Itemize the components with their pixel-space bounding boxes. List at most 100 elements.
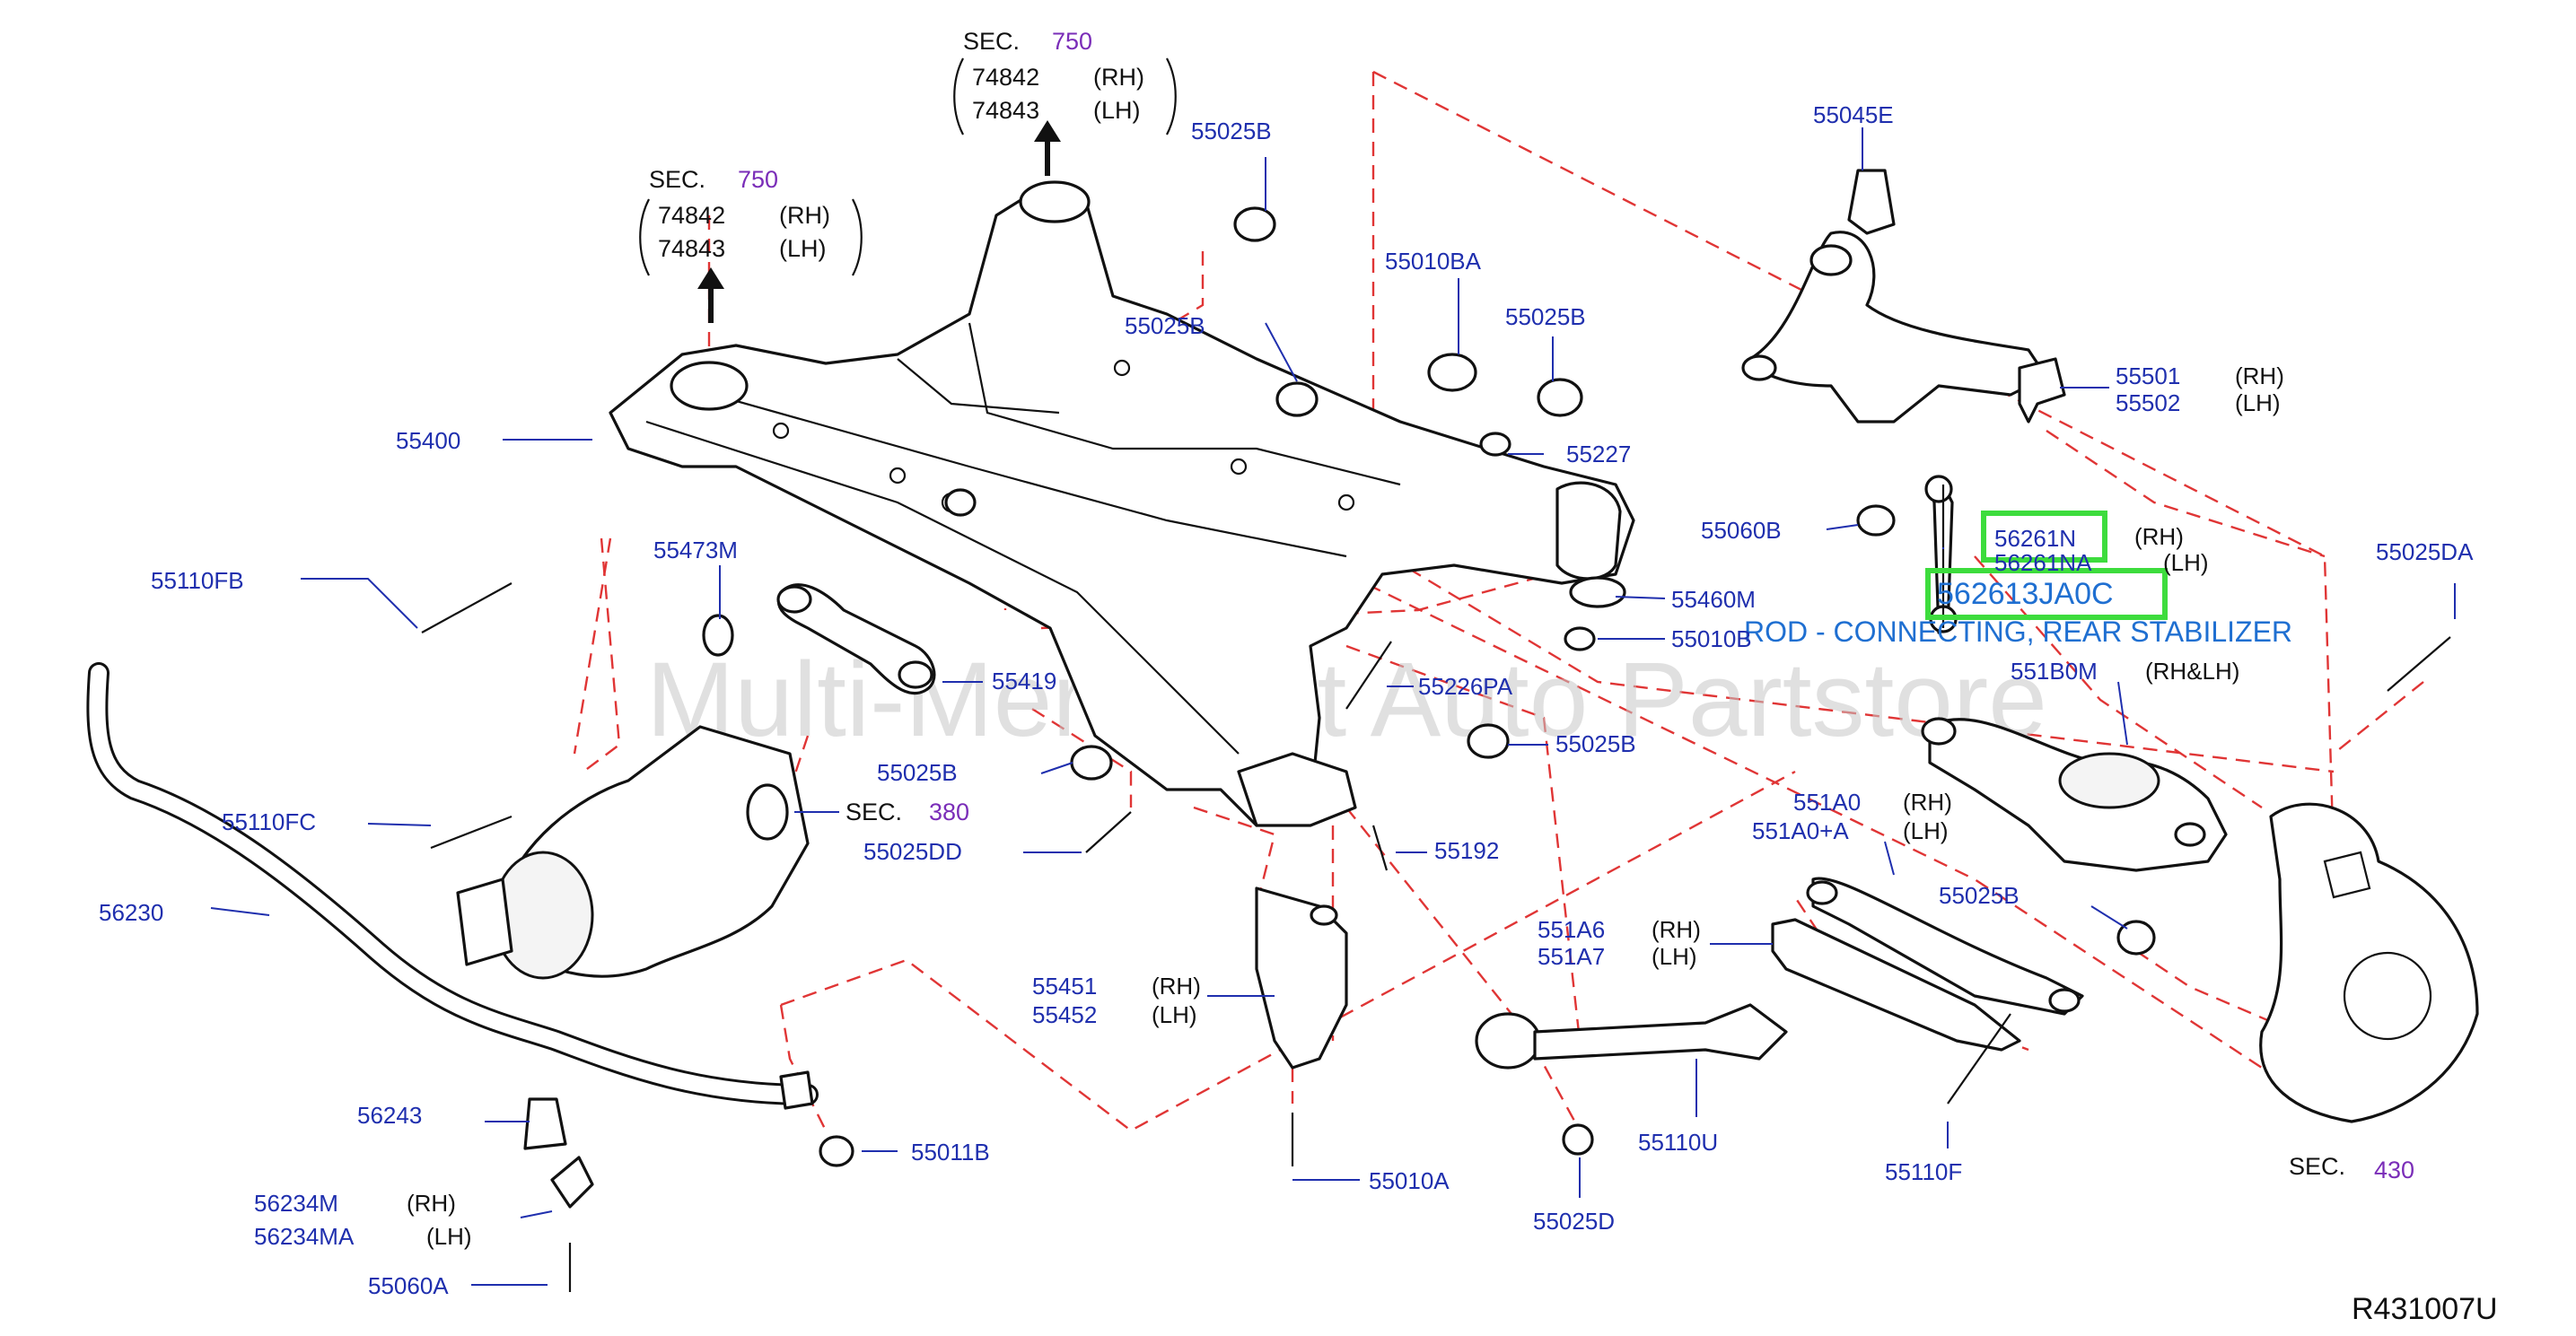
nut-icon <box>1537 378 1583 417</box>
assembly-line <box>2333 681 2424 755</box>
part-label[interactable]: 56230 <box>99 899 163 926</box>
part-label[interactable]: 55452 <box>1032 1001 1097 1028</box>
part-side: (LH) <box>1152 1001 1197 1028</box>
diagram-reference: R431007U <box>2352 1292 2498 1326</box>
bracket-open <box>639 198 650 276</box>
lateral-links <box>1771 877 2084 1052</box>
part-label[interactable]: 55010BA <box>1385 248 1482 275</box>
assembly-line <box>1193 806 1276 907</box>
part-label[interactable]: 55025DA <box>2376 538 2474 565</box>
section-number[interactable]: 380 <box>929 799 969 825</box>
link-55419-bushing <box>898 660 933 689</box>
subframe-hole <box>889 467 907 485</box>
subframe-bushing <box>944 488 977 517</box>
lower-arm-spring-seat <box>2058 752 2160 809</box>
part-label[interactable]: 55110FB <box>151 567 244 594</box>
part-label[interactable]: 55460M <box>1671 586 1756 613</box>
part-label[interactable]: 55025D <box>1533 1208 1615 1235</box>
highlighted-part-number[interactable]: 562613JA0C <box>1937 577 2114 611</box>
part-label[interactable]: 55473M <box>653 537 738 563</box>
lower-arm-bushing <box>2174 822 2206 847</box>
highlight-box-56261n[interactable] <box>1981 511 2107 563</box>
part-label[interactable]: 55110FC <box>222 808 316 835</box>
part-label[interactable]: 55060A <box>368 1272 449 1299</box>
assembly-line <box>1327 519 2335 773</box>
part-side: (RH) <box>1152 973 1201 1000</box>
assembly-line <box>1372 70 2335 862</box>
part-label[interactable]: 55025DD <box>863 838 962 865</box>
section-part-side: (LH) <box>779 235 827 262</box>
part-label[interactable]: 55502 <box>2116 389 2180 416</box>
part-label[interactable]: 55025B <box>1191 118 1272 144</box>
bolt-icon <box>2387 636 2451 692</box>
part-label[interactable]: 55501 <box>2116 362 2180 389</box>
part-label[interactable]: 551B0M <box>2011 658 2098 685</box>
stabilizer-bar-fill <box>89 665 816 1103</box>
lower-control-arm <box>1921 717 2228 872</box>
part-label[interactable]: 55045E <box>1813 101 1894 128</box>
part-label[interactable]: 55400 <box>396 427 460 454</box>
part-label[interactable]: 55010B <box>1671 625 1752 652</box>
part-label[interactable]: 55419 <box>992 668 1056 694</box>
leader-line <box>1884 841 1895 876</box>
part-label[interactable]: 56234MA <box>254 1223 355 1250</box>
part-label[interactable]: 551A0 <box>1793 789 1861 816</box>
part-label-56261na[interactable]: 56261NA <box>1994 549 2092 576</box>
section-part-number: 74843 <box>972 97 1039 124</box>
part-label[interactable]: 55025B <box>1125 312 1205 339</box>
part-label[interactable]: 55025B <box>877 759 958 786</box>
section-label: SEC. <box>2289 1153 2345 1180</box>
lower-arm-bushing <box>1921 717 1957 746</box>
section-number[interactable]: 750 <box>1052 28 1092 55</box>
toe-link-bushing <box>1475 1012 1541 1070</box>
bolt-icon <box>430 815 513 850</box>
part-label[interactable]: 55226PA <box>1418 673 1513 700</box>
stabilizer-bar <box>86 662 819 1110</box>
part-label[interactable]: 56243 <box>357 1102 422 1129</box>
subframe-edge <box>681 384 1347 558</box>
part-label[interactable]: 55192 <box>1434 837 1499 864</box>
part-labels: 55025B 55045E 55010BA 55025B 55025B 5550… <box>99 101 2474 1299</box>
clamp-icon <box>550 1156 594 1209</box>
highlight-box-part-number[interactable] <box>1925 568 2168 620</box>
part-label[interactable]: 55011B <box>911 1139 990 1166</box>
part-label[interactable]: 55025B <box>1505 303 1586 330</box>
highlighted-part-description: ROD - CONNECTING, REAR STABILIZER <box>1744 616 2292 648</box>
section-part-side: (LH) <box>1093 97 1141 124</box>
part-label[interactable]: 55060B <box>1701 517 1782 544</box>
part-label[interactable]: 55110U <box>1638 1129 1718 1156</box>
section-number[interactable]: 750 <box>738 166 778 193</box>
nut-icon <box>1564 626 1596 651</box>
subframe-mount <box>1019 180 1091 223</box>
nut-icon <box>2116 920 2156 956</box>
rear-differential <box>456 725 810 980</box>
nut-icon <box>1562 1123 1594 1156</box>
part-label[interactable]: 551A0+A <box>1752 817 1849 844</box>
subframe-hole <box>772 422 790 440</box>
part-label[interactable]: 55025B <box>1555 730 1636 757</box>
washer-icon <box>1479 432 1511 457</box>
part-label[interactable]: 551A7 <box>1538 943 1605 970</box>
part-label-56261n[interactable]: 56261N <box>1994 525 2076 552</box>
part-label[interactable]: 55110F <box>1885 1158 1962 1185</box>
assembly-line <box>1031 707 1133 808</box>
part-side: (RH) <box>1652 916 1701 943</box>
part-label[interactable]: 55025B <box>1939 882 2020 909</box>
rear-subframe <box>609 180 1635 827</box>
nut-icon <box>1275 381 1319 417</box>
section-number[interactable]: 430 <box>2374 1157 2414 1183</box>
section-arrows <box>697 120 1061 323</box>
subframe-hole <box>1230 458 1248 476</box>
section-label: SEC. <box>846 799 902 825</box>
subframe-hole <box>1113 359 1131 377</box>
washer-icon <box>1427 353 1477 392</box>
part-label[interactable]: 55227 <box>1566 441 1631 467</box>
part-side: (RH&LH) <box>2145 658 2239 685</box>
part-side: (RH) <box>2134 523 2184 550</box>
part-label[interactable]: 56234M <box>254 1190 338 1217</box>
part-label[interactable]: 551A6 <box>1538 916 1605 943</box>
nut-icon <box>1070 745 1113 781</box>
part-label[interactable]: 55010A <box>1369 1167 1450 1194</box>
part-label[interactable]: 55451 <box>1032 973 1097 1000</box>
